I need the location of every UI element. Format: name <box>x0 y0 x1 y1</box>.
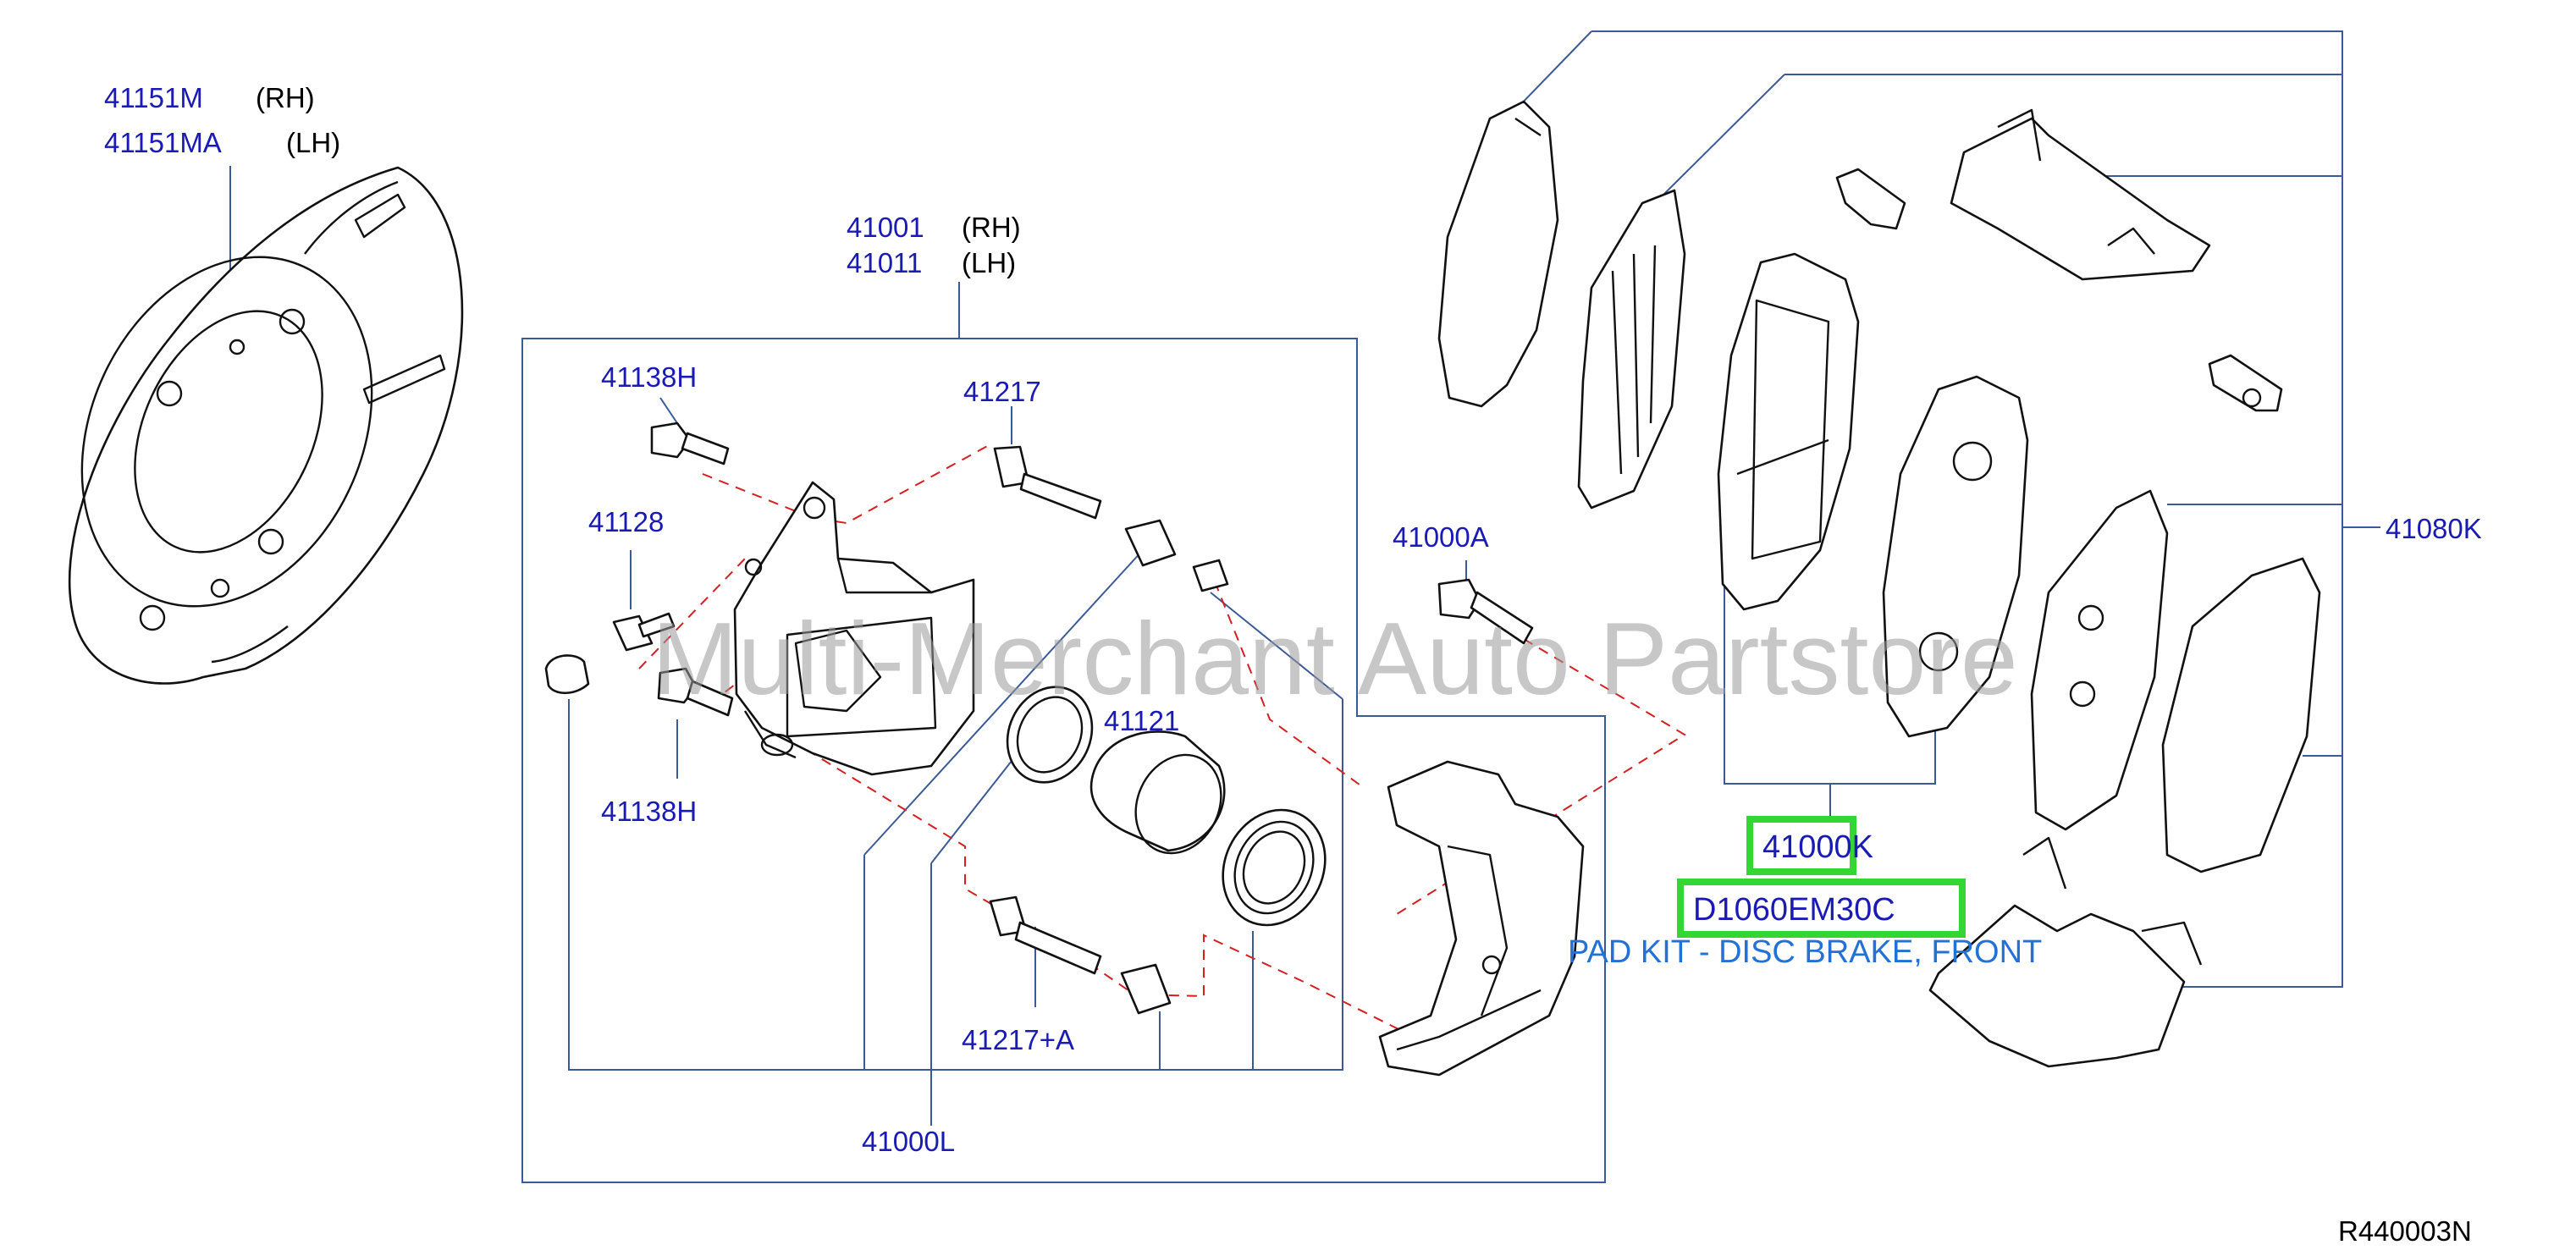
pin-boot-bottom <box>1120 963 1172 1015</box>
inner-shim <box>1577 189 1686 510</box>
splash-shield <box>68 166 464 685</box>
label-hardware-kit: 41080K <box>2386 513 2482 544</box>
label-caliper-lh-side: (LH) <box>962 247 1016 278</box>
small-clip-top <box>1835 168 1906 230</box>
label-caliper-lh-code: 41011 <box>847 247 922 278</box>
bleeder-cap <box>544 654 590 695</box>
label-shield-lh-code: 41151MA <box>104 127 222 158</box>
bleeder-screw <box>612 612 676 652</box>
label-caliper-rh-side: (RH) <box>962 212 1021 243</box>
caliper-body <box>733 481 975 776</box>
upper-clip <box>1950 108 2211 281</box>
label-caliper-rh-code: 41001 <box>847 212 924 243</box>
brake-pad-inner <box>1882 375 2029 738</box>
pin-boot-top <box>1124 519 1229 592</box>
oem-number-highlight <box>1677 879 1966 938</box>
lower-clip <box>1928 836 2203 1068</box>
label-oem-number: D1060EM30C <box>1693 892 1895 928</box>
outer-shim <box>1437 100 1559 408</box>
caliper-assembly-frame <box>521 338 1606 1183</box>
hardware-kit-frame <box>1591 30 2343 988</box>
small-clip-right <box>2208 354 2283 412</box>
label-piston: 41121 <box>1104 705 1179 736</box>
label-bolt-bottom: 41138H <box>601 796 697 827</box>
mounting-bolt <box>1437 578 1534 645</box>
label-seal-kit: 41000L <box>862 1126 955 1157</box>
sub-parts-bracket <box>568 699 1343 1071</box>
dust-boot <box>1222 808 1327 927</box>
label-shield-lh-side: (LH) <box>286 127 340 158</box>
shim-set-right <box>2030 489 2321 873</box>
guide-pin-top <box>993 445 1102 520</box>
guide-bolt-bottom <box>657 667 734 717</box>
leader-lines <box>229 30 2380 1183</box>
guide-pin-bottom <box>989 895 1102 975</box>
label-shield-rh-side: (RH) <box>256 82 315 113</box>
piston-seal <box>1006 686 1094 784</box>
label-pin-top: 41217 <box>963 376 1041 407</box>
caliper-bracket <box>1378 760 1585 1077</box>
label-mount-bolt: 41000A <box>1393 521 1489 553</box>
guide-bolt-top <box>650 421 730 465</box>
label-pad-kit: 41000K <box>1762 829 1873 865</box>
label-bleeder: 41128 <box>588 506 664 537</box>
brake-pad-outer <box>1717 252 1860 611</box>
piston <box>1089 730 1226 855</box>
label-bolt-top: 41138H <box>601 361 697 393</box>
label-pin-bottom: 41217+A <box>962 1024 1074 1055</box>
label-diagram-code: R440003N <box>2338 1215 2472 1247</box>
pad-kit-highlight <box>1746 816 1856 875</box>
watermark: Multi-Merchant Auto Partstore <box>652 601 2018 716</box>
label-description: PAD KIT - DISC BRAKE, FRONT <box>1568 934 2042 970</box>
label-shield-rh-code: 41151M <box>104 82 203 113</box>
